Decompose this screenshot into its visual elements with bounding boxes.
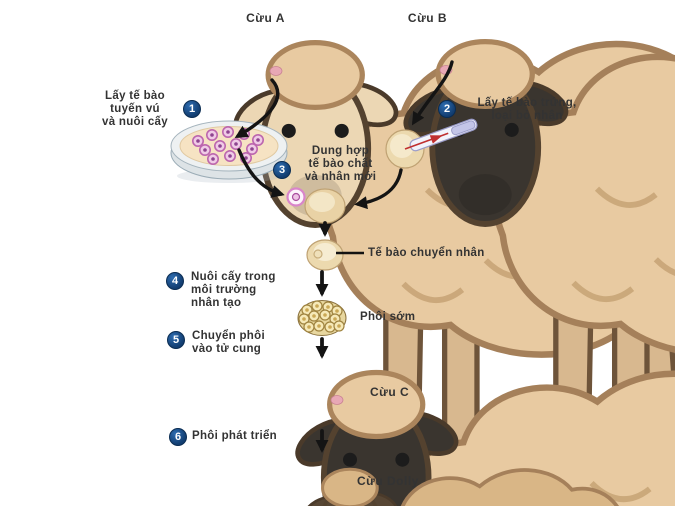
arrow-dish-to-fusion — [237, 148, 285, 198]
label-line: Phôi phát triển — [192, 430, 277, 442]
label-line: Chuyển phôi — [192, 330, 265, 342]
early-embryo-label: Phôi sớm — [360, 311, 416, 323]
step5-badge: 5 — [167, 331, 185, 349]
transfer-cell-label: Tế bào chuyển nhân — [368, 247, 485, 259]
arrow-sheep-a-to-dish — [234, 78, 280, 138]
arrow-egg-to-fusion — [354, 168, 403, 210]
label-line: Dung hợp — [311, 145, 370, 157]
label-line: nhân tạo — [191, 297, 242, 309]
step5-label: Chuyển phôi vào tử cung — [192, 330, 265, 356]
sheep-a-label: Cừu A — [246, 11, 285, 25]
step2-label: Lấy tế bào trứng, loại bỏ nhân — [457, 97, 597, 123]
step6-label: Phôi phát triển — [192, 430, 277, 443]
step4-badge: 4 — [166, 272, 184, 290]
step3-label: Dung hợp tế bào chất và nhân mới — [293, 145, 388, 184]
label-line: Nuôi cấy trong — [191, 271, 276, 283]
step1-badge: 1 — [183, 100, 201, 118]
dolly-label: Cừu Dolly — [357, 474, 419, 488]
label-line: tuyến vú — [110, 103, 160, 115]
label-line: tế bào chất — [308, 158, 373, 170]
step1-label: Lấy tế bào tuyến vú và nuôi cấy — [88, 90, 182, 129]
label-line: môi trường — [191, 284, 257, 296]
step2-badge: 2 — [438, 100, 456, 118]
step3-badge: 3 — [273, 161, 291, 179]
sheep-c-label: Cừu C — [370, 385, 410, 399]
micropipette-icon — [404, 118, 478, 152]
label-line: Lấy tế bào trứng, — [477, 97, 577, 109]
sheep-b-label: Cừu B — [407, 11, 448, 25]
label-line: và nuôi cấy — [102, 116, 168, 128]
transfer-cell — [306, 239, 364, 271]
early-embryo — [297, 300, 347, 336]
petri-dish — [170, 120, 288, 183]
step6-badge: 6 — [169, 428, 187, 446]
label-line: vào tử cung — [192, 343, 262, 355]
fusion-cells — [286, 187, 346, 224]
step4-label: Nuôi cấy trong môi trường nhân tạo — [191, 271, 276, 310]
label-line: loại bỏ nhân — [491, 110, 563, 122]
label-line: và nhân mới — [304, 171, 377, 183]
label-line: Lấy tế bào — [105, 90, 165, 102]
arrow-sheep-b-to-egg — [411, 60, 454, 126]
